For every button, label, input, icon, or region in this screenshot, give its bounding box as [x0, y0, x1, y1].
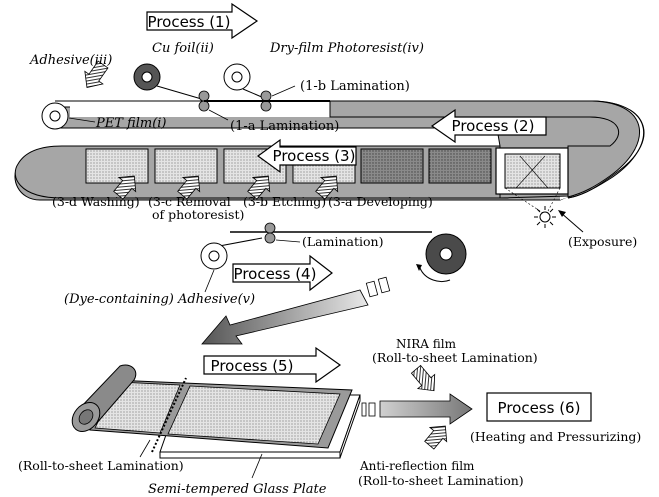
exposure-pointer [559, 211, 584, 233]
pointer-rts-left [139, 439, 151, 458]
panel-6 [428, 148, 492, 184]
belt-right-fill [329, 100, 641, 198]
anti-reflection-arrow-icon [424, 425, 448, 450]
washing-arrow-icon [113, 175, 137, 200]
lamination-label: (Lamination) [302, 234, 383, 249]
nip-process4 [264, 222, 276, 244]
process-4-label: Process (4) [234, 265, 317, 283]
pointer-1b [271, 85, 296, 97]
process-6-box: Process (6) [486, 392, 592, 422]
process-5-arrow: Process (5) [203, 346, 342, 384]
cu-foil-roll [133, 63, 161, 91]
pet-film-roll [41, 102, 69, 130]
process-2-arrow: Process (2) [430, 108, 547, 144]
rts-nira-label: (Roll-to-sheet Lamination) [372, 350, 538, 365]
to-process-6-arrow [361, 393, 473, 425]
washing-label: (3-d Washing) [52, 194, 140, 209]
process-6-label: Process (6) [498, 399, 581, 417]
take-up-roll [425, 233, 467, 275]
belt-outer [330, 100, 644, 199]
removal-label-1: (3-c Removal [148, 194, 231, 209]
pet-film-label: PET film(i) [95, 116, 167, 131]
laminated-sheet [89, 379, 353, 449]
rts-left-label: (Roll-to-sheet Lamination) [18, 458, 184, 473]
nira-label: NIRA film [396, 337, 457, 351]
exposure-pointer-head [558, 210, 566, 217]
lam-1a-label: (1-a Lamination) [230, 119, 339, 134]
cu-foil-label: Cu foil(ii) [152, 41, 214, 56]
pointer-lam [275, 239, 301, 243]
exposure-label: (Exposure) [568, 234, 637, 249]
dye-adhesive-label: (Dye-containing) Adhesive(v) [64, 292, 255, 307]
process-1-arrow: Process (1) [146, 2, 259, 40]
heating-label: (Heating and Pressurizing) [470, 429, 641, 444]
process-3-arrow: Process (3) [256, 138, 357, 174]
transfer-arrow [201, 276, 391, 345]
sheet-roll [71, 364, 137, 432]
pointer-pet [68, 117, 96, 123]
developing-arrow-icon [315, 175, 339, 200]
process-1-label: Process (1) [148, 13, 231, 31]
sun-icon [534, 206, 556, 228]
pointer-1a [208, 109, 229, 121]
process-4-arrow: Process (4) [232, 254, 333, 292]
process-2-label: Process (2) [452, 117, 535, 135]
exposure-ray-3 [519, 155, 549, 189]
exposure-ray-1 [504, 187, 544, 214]
process-3-label: Process (3) [273, 147, 356, 165]
rotation-arrow [419, 267, 451, 282]
nira-arrow-icon [410, 364, 436, 392]
adhesive-arrow-icon [84, 60, 109, 88]
pointer-dye [204, 269, 215, 293]
panel-1 [85, 148, 149, 184]
removal-label-2: of photoresist) [152, 207, 244, 222]
dry-film-label: Dry-film Photoresist(iv) [269, 41, 424, 56]
dry-film-roll [223, 63, 251, 91]
cu-foil-feed [156, 85, 206, 101]
dye-adhesive-roll [200, 242, 228, 270]
process-5-label: Process (5) [211, 357, 294, 375]
glass-plate-label: Semi-tempered Glass Plate [148, 482, 327, 497]
removal-arrow-icon [177, 175, 201, 200]
cut-line [151, 377, 187, 453]
nip-1a [198, 90, 210, 112]
etching-arrow-icon [247, 175, 271, 200]
anti-reflection-label: Anti-reflection film [359, 459, 475, 473]
developing-label: (3-a Developing) [328, 194, 433, 209]
panel-5 [360, 148, 424, 184]
exposure-ray-2 [546, 187, 561, 214]
exposure-ray-4 [515, 155, 546, 189]
etching-label: (3-b Etching) [243, 194, 326, 209]
rts-anti-label: (Roll-to-sheet Lamination) [358, 473, 524, 488]
dry-film-feed [242, 88, 265, 99]
rotation-arrow-head [416, 264, 422, 271]
exposure-mask [504, 153, 561, 189]
adhesive-label: Adhesive(iii) [29, 53, 112, 68]
lam-1b-label: (1-b Lamination) [300, 79, 410, 94]
pointer-glass [251, 453, 263, 479]
